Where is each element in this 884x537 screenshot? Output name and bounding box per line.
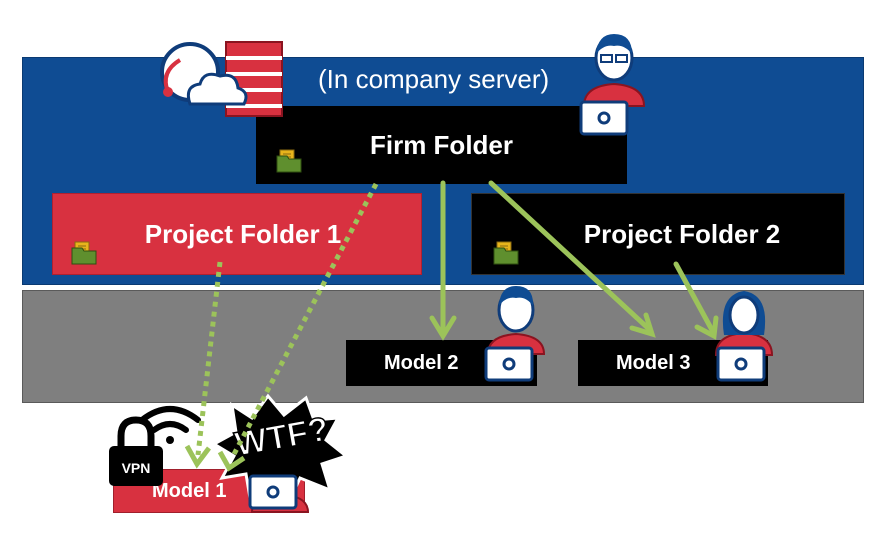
lock-icon: VPN (109, 416, 163, 486)
user-with-laptop-icon (248, 474, 310, 513)
arrow-firm-to-model-3 (488, 180, 656, 338)
firm-folder-box: Firm Folder (256, 106, 627, 184)
user-with-laptop-icon (579, 34, 646, 136)
remote-flow-arrows (184, 182, 379, 472)
arrow-pf1-to-model-1 (184, 261, 223, 469)
project-folder-1-box: Project Folder 1 (52, 193, 422, 275)
cloud-server-icon (160, 41, 283, 117)
wifi-icon (139, 406, 201, 444)
server-label: (In company server) (318, 64, 550, 94)
arrow-firm-to-model-1 (217, 182, 379, 472)
arrow-pf2-to-model-3 (673, 261, 719, 340)
model-2-label: Model 2 (384, 351, 459, 374)
project-folder-2-box: Project Folder 2 (471, 193, 845, 275)
arrow-firm-to-model-2 (429, 180, 457, 341)
project-folder-1-icon (71, 241, 97, 265)
flow-arrows (429, 180, 719, 341)
project-folder-2-label: Project Folder 2 (583, 218, 781, 249)
model-1-label: Model 1 (152, 479, 227, 502)
firm-folder-label: Firm Folder (369, 129, 513, 160)
firm-folder-icon (276, 149, 302, 173)
vpn-label: VPN (122, 460, 151, 476)
model-3-label: Model 3 (616, 351, 691, 374)
project-folder-2-icon (493, 241, 519, 265)
explosion-icon: WTF? (210, 393, 350, 503)
user-with-laptop-icon (484, 286, 546, 382)
project-folder-1-label: Project Folder 1 (144, 218, 342, 249)
user-with-laptop-icon (714, 291, 774, 382)
